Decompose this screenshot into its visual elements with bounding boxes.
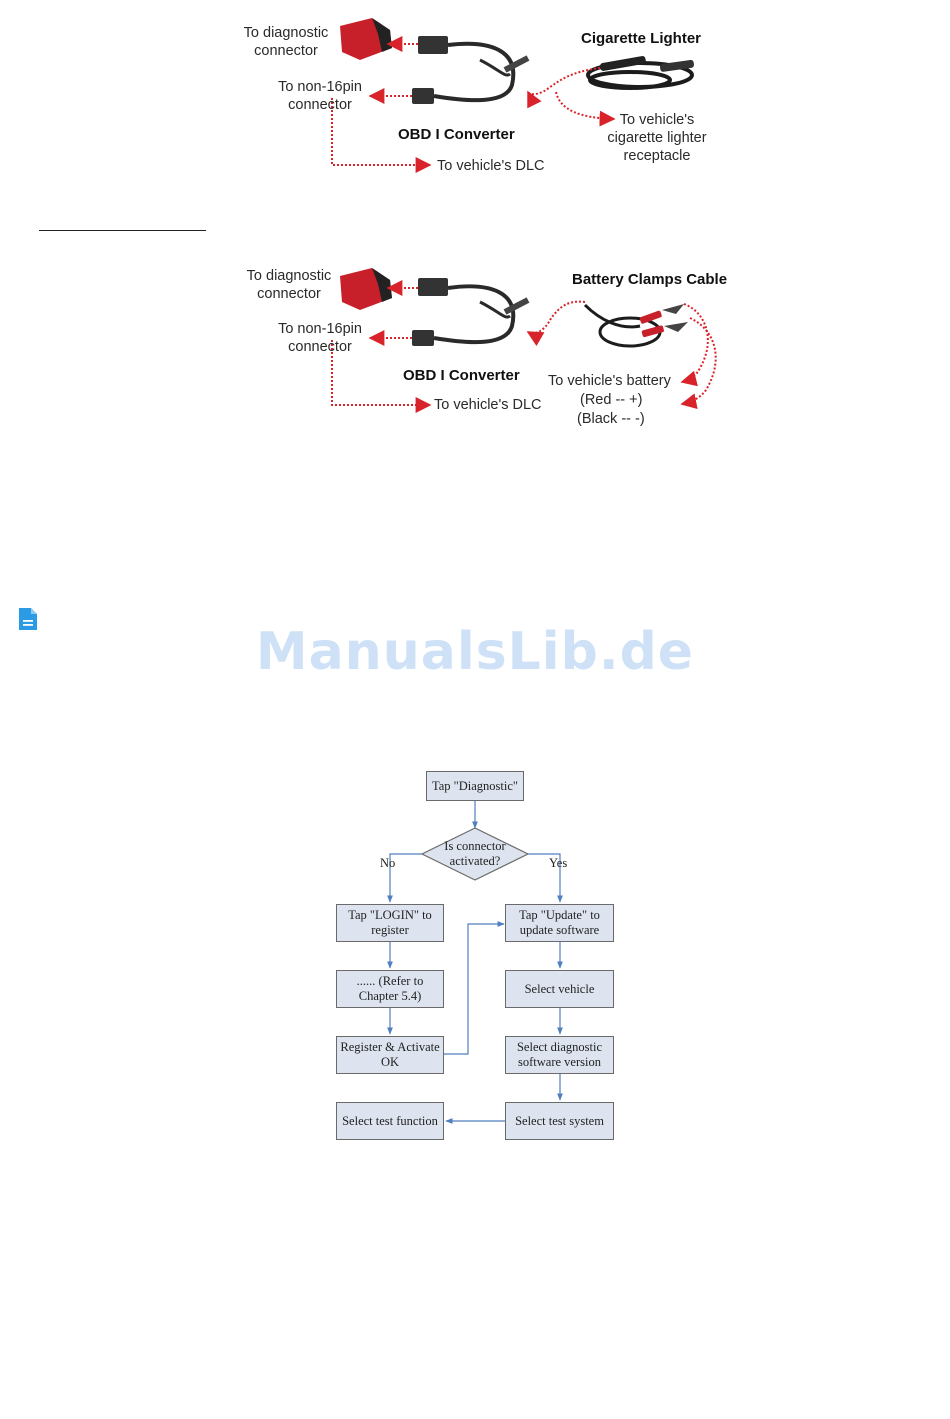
cigarette-lighter-cable-icon [586,56,694,90]
flow-refer-box: ...... (Refer to Chapter 5.4) [336,970,444,1008]
flow-register-box: Register & Activate OK [336,1036,444,1074]
title-battery-clamps-cable: Battery Clamps Cable [572,271,728,288]
diagram-cigarette-lighter [331,18,694,173]
title-cigarette-lighter: Cigarette Lighter [581,30,702,47]
battery-clamps-icon [583,303,688,348]
label-red-positive: (Red -- +) [580,392,643,408]
label-to-diagnostic-connector: To diagnostic connector [243,25,329,59]
section-underline [39,230,206,231]
label-to-cigarette-receptacle: To vehicle's cigarette lighter receptacl… [607,112,707,164]
flow-start-box: Tap "Diagnostic" [426,771,524,801]
label-to-vehicle-dlc: To vehicle's DLC [437,158,545,174]
obd-connector-icon [340,18,392,60]
flow-select-system-box: Select test system [505,1102,614,1140]
label-to-non16pin-connector-2: To non-16pin connector [278,321,362,355]
flow-select-version-box: Select diagnostic software version [505,1036,614,1074]
label-to-vehicle-dlc-2: To vehicle's DLC [434,397,542,413]
label-to-diagnostic-connector-2: To diagnostic connector [246,268,332,302]
flow-no-label: No [380,856,396,870]
label-to-vehicle-battery: To vehicle's battery [548,373,671,389]
flow-decision-text: Is connector activated? [444,839,506,868]
document-icon[interactable] [18,607,38,631]
flow-yes-label: Yes [549,856,568,870]
flow-login-box: Tap "LOGIN" to register [336,904,444,942]
watermark: ManualsLib.de [255,622,695,682]
flow-select-function-box: Select test function [336,1102,444,1140]
diagram-battery-clamps [331,268,717,413]
flow-select-vehicle-box: Select vehicle [505,970,614,1008]
label-obd-converter: OBD I Converter [398,126,515,143]
flow-update-box: Tap "Update" to update software [505,904,614,942]
label-black-negative: (Black -- -) [577,411,645,427]
flowchart-lines [387,800,563,1124]
label-to-non16pin-connector: To non-16pin connector [278,79,362,113]
obd-connector-icon-2 [340,268,392,310]
label-obd-converter-2: OBD I Converter [403,367,520,384]
